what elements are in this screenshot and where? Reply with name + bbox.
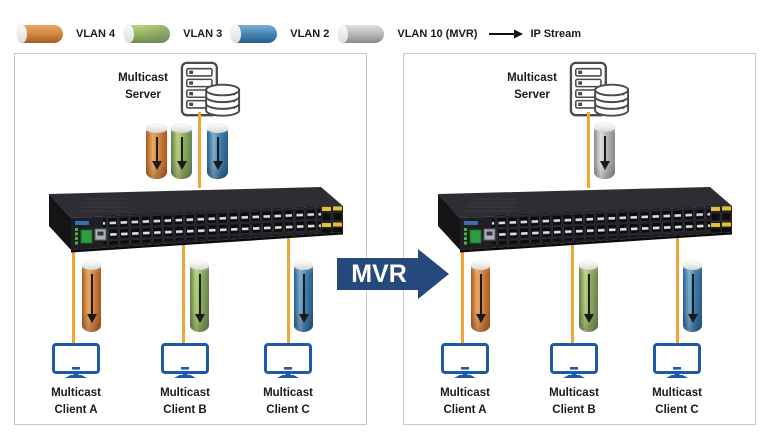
before-mvr-panel: Multicast Server (14, 53, 367, 425)
cylinder-cap (683, 261, 702, 270)
client-monitor-icon (550, 343, 598, 378)
legend-label-vlan10: VLAN 10 (MVR) (397, 28, 478, 40)
client-b-label: Multicast Client B (549, 387, 599, 416)
down-arrow-icon (194, 274, 205, 323)
network-switch (438, 187, 732, 253)
stream-cylinder-vlan2 (207, 124, 228, 179)
stream-cylinder-vlan3 (190, 261, 209, 332)
vlan3-swatch (124, 25, 171, 43)
multicast-server-label: Multicast Server (507, 72, 557, 101)
stream-cylinder-vlan4 (471, 261, 490, 332)
network-switch (49, 187, 343, 253)
down-arrow-icon (298, 274, 309, 323)
legend-label-vlan4: VLAN 4 (76, 28, 116, 40)
client-monitor-icon (52, 343, 100, 378)
stream-cylinder-vlan3 (579, 261, 598, 332)
switch-to-client-b-line (571, 229, 574, 344)
stream-cylinder-vlan2 (683, 261, 702, 332)
client-monitor-icon (653, 343, 701, 378)
cylinder-cap (171, 124, 192, 133)
legend-label-ip-stream: IP Stream (530, 28, 581, 40)
cylinder-cap (190, 261, 209, 270)
down-arrow-icon (583, 274, 594, 323)
server-to-switch-line (587, 112, 590, 188)
vlan4-swatch (17, 25, 63, 43)
legend-item-vlan3: VLAN 3 (124, 25, 223, 43)
down-arrow-icon (86, 274, 97, 323)
cylinder-cap (294, 261, 313, 270)
stream-cylinder-vlan10-mvr (594, 123, 615, 179)
cylinder-cap (471, 261, 490, 270)
vlan10-swatch (338, 25, 385, 43)
cylinder-cap (594, 123, 615, 132)
legend-item-vlan10: VLAN 10 (MVR) (338, 25, 478, 43)
client-b-label: Multicast Client B (160, 387, 210, 416)
switch-to-client-c-line (676, 229, 679, 344)
stream-cylinder-vlan3 (171, 124, 192, 179)
mvr-arrow-label: MVR (351, 260, 407, 288)
switch-to-client-c-line (287, 229, 290, 344)
legend-label-vlan2: VLAN 2 (290, 28, 330, 40)
switch-to-client-b-line (182, 229, 185, 344)
multicast-server-label: Multicast Server (118, 72, 168, 101)
legend-label-vlan3: VLAN 3 (183, 28, 223, 40)
vlan2-swatch (231, 25, 278, 43)
after-mvr-panel: Multicast Server (403, 53, 756, 425)
legend-item-ip-stream: IP Stream (488, 28, 581, 40)
client-c-label: Multicast Client C (263, 387, 313, 416)
cylinder-cap (82, 261, 101, 270)
down-arrow-icon (599, 136, 610, 170)
down-arrow-icon (687, 274, 698, 323)
cylinder-cap (207, 124, 228, 133)
stream-cylinder-vlan4 (82, 261, 101, 332)
legend-item-vlan2: VLAN 2 (231, 25, 330, 43)
stream-cylinder-vlan4 (146, 124, 167, 179)
client-a-label: Multicast Client A (51, 387, 101, 416)
switch-to-client-a-line (72, 229, 75, 344)
multicast-server-icon (569, 61, 630, 117)
legend: VLAN 4 VLAN 3 VLAN 2 VLAN 10 (MVR) IP St… (17, 25, 581, 43)
multicast-server-icon (180, 61, 241, 117)
legend-item-vlan4: VLAN 4 (17, 25, 116, 43)
cylinder-cap (146, 124, 167, 133)
ip-stream-arrow-icon (489, 29, 524, 39)
client-monitor-icon (441, 343, 489, 378)
client-c-label: Multicast Client C (652, 387, 702, 416)
mvr-transform-arrow: MVR (337, 249, 449, 299)
switch-to-client-a-line (461, 229, 464, 344)
client-monitor-icon (161, 343, 209, 378)
stream-cylinder-vlan2 (294, 261, 313, 332)
down-arrow-icon (212, 137, 223, 170)
server-to-switch-line (198, 112, 201, 188)
down-arrow-icon (151, 137, 162, 170)
client-a-label: Multicast Client A (440, 387, 490, 416)
down-arrow-icon (176, 137, 187, 170)
cylinder-cap (579, 261, 598, 270)
down-arrow-icon (475, 274, 486, 323)
client-monitor-icon (264, 343, 312, 378)
